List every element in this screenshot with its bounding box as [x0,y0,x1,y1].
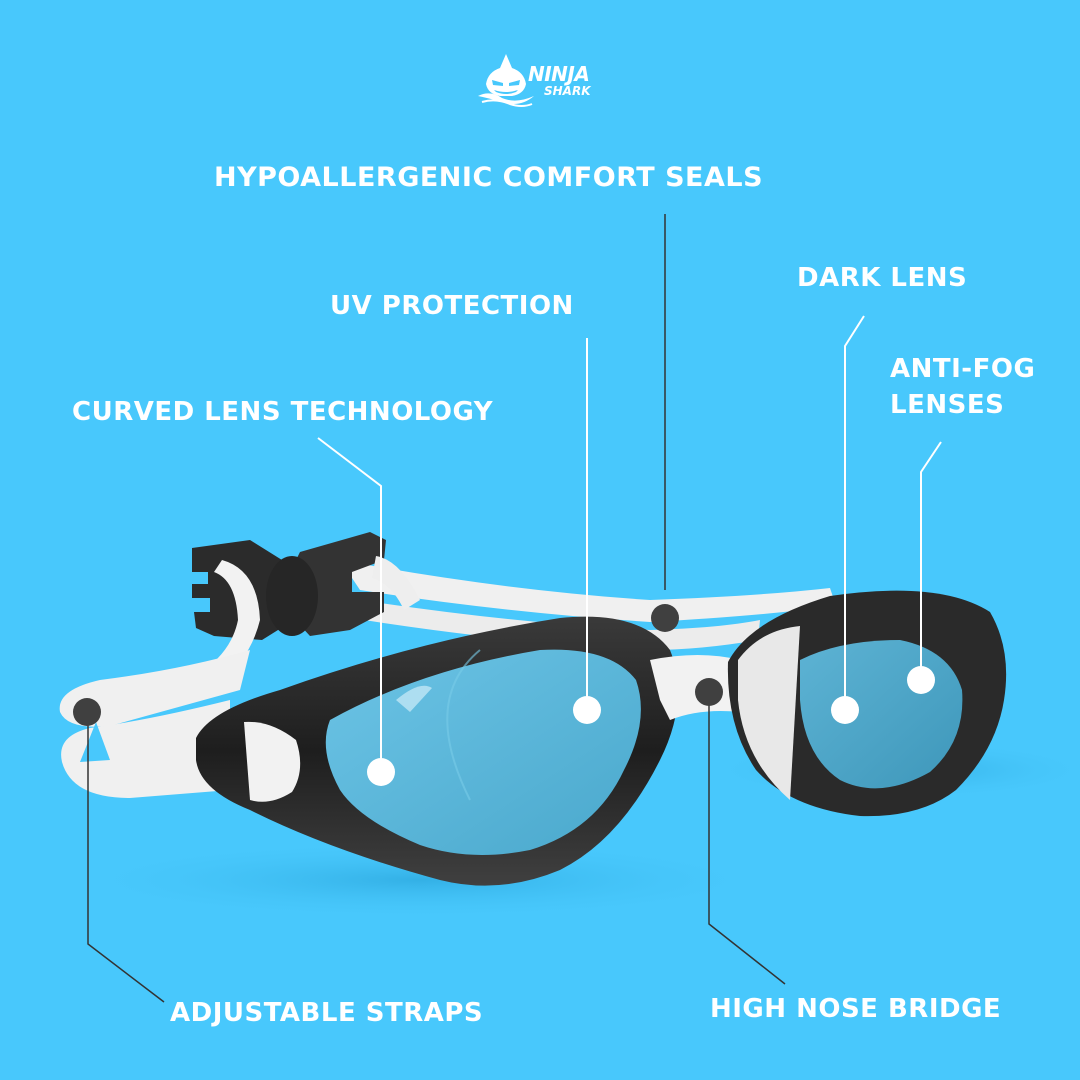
logo-text-shark: SHARK [544,84,591,98]
callout-lines-white [317,315,942,772]
marker-nose-bridge[interactable] [695,678,723,706]
marker-uv-protection[interactable] [573,696,601,724]
label-adjustable-straps: ADJUSTABLE STRAPS [170,998,484,1028]
label-dark-lens: DARK LENS [797,263,968,293]
marker-curved-lens[interactable] [367,758,395,786]
label-hypoallergenic: HYPOALLERGENIC COMFORT SEALS [214,162,764,193]
shark-mascot-icon [478,54,534,107]
back-strap [340,560,836,622]
marker-dark-lens[interactable] [831,696,859,724]
marker-comfort-seals[interactable] [651,604,679,632]
callout-lines-dark [87,214,786,1003]
label-nose-bridge: HIGH NOSE BRIDGE [710,994,1002,1024]
label-anti-fog-line1: ANTI-FOG [890,354,1036,384]
marker-adjustable-straps[interactable] [73,698,101,726]
brand-logo: NINJA SHARK [476,52,606,108]
label-anti-fog-line2: LENSES [890,390,1005,420]
label-uv-protection: UV PROTECTION [330,291,574,321]
temple-cap [244,721,301,802]
marker-anti-fog[interactable] [907,666,935,694]
label-curved-lens: CURVED LENS TECHNOLOGY [72,397,494,427]
shadow [60,840,780,920]
logo-text-ninja: NINJA [528,62,590,86]
strap-buckle [192,532,386,640]
left-strap [59,650,251,727]
